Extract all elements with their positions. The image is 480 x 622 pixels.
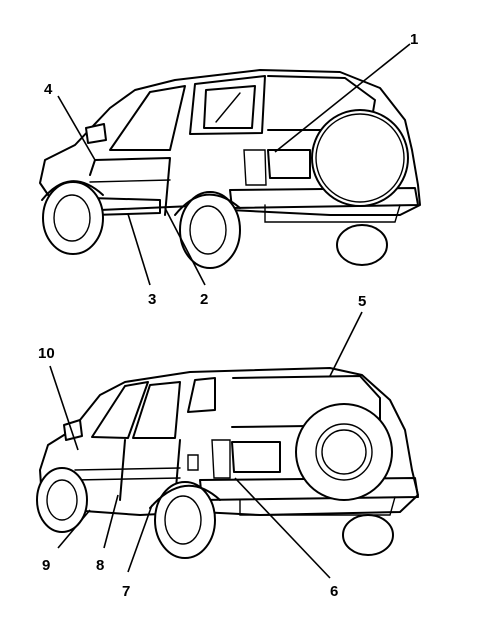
- two-door-vehicle-illustration: [39, 69, 421, 269]
- top-leader-lines: [57, 43, 411, 286]
- bottom-callout-labels: 5 6 7 8 9 10: [38, 293, 366, 600]
- callout-5: 5: [358, 293, 366, 310]
- top-callout-labels: 1 2 3 4: [44, 31, 418, 308]
- four-door-vehicle-illustration: [36, 367, 419, 559]
- callout-7: 7: [122, 583, 130, 600]
- callout-10: 10: [38, 345, 55, 362]
- callout-6: 6: [330, 583, 338, 600]
- callout-2: 2: [200, 291, 208, 308]
- callout-8: 8: [96, 557, 104, 574]
- bottom-leader-lines: [49, 311, 363, 579]
- callout-1: 1: [410, 31, 418, 48]
- callout-9: 9: [42, 557, 50, 574]
- callout-4: 4: [44, 81, 53, 98]
- callout-3: 3: [148, 291, 156, 308]
